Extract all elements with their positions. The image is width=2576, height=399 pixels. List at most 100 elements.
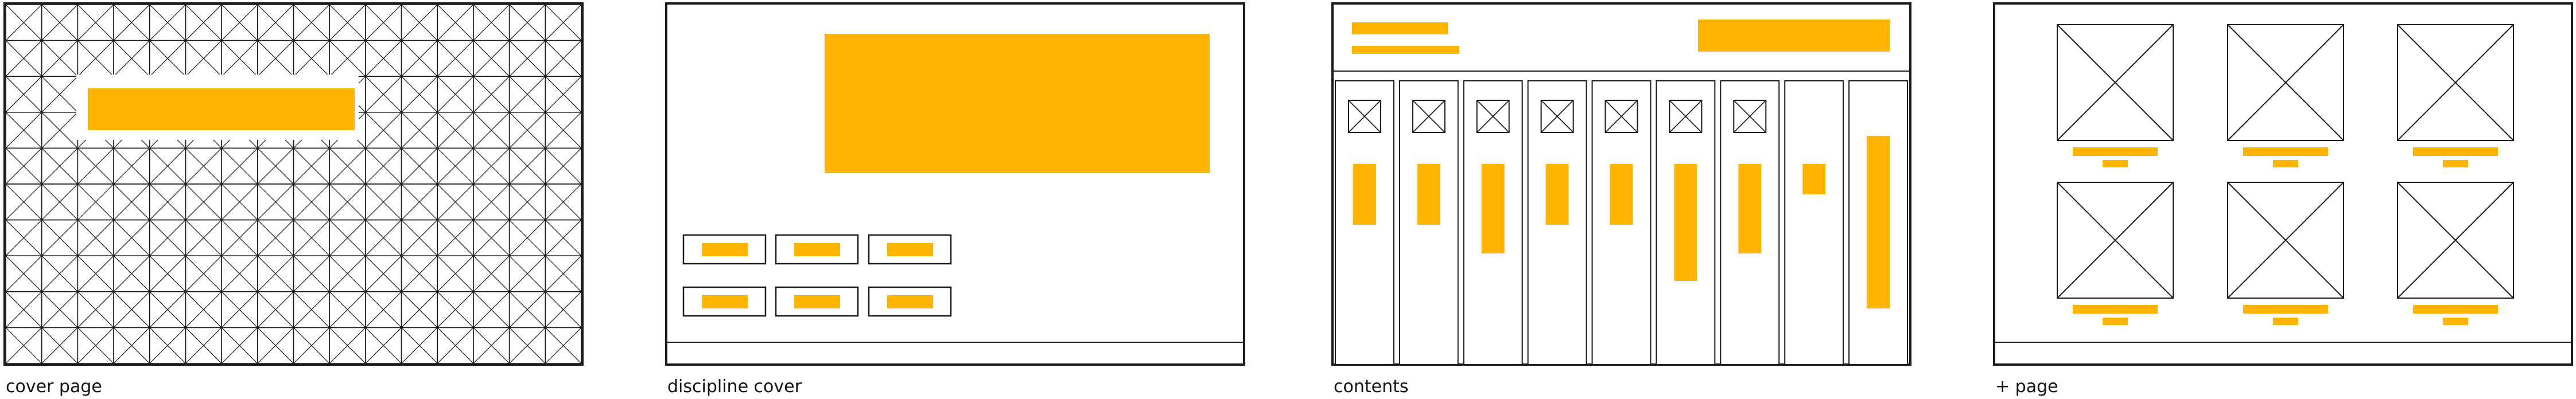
cover-grid-cell-diagonal [509, 76, 546, 113]
cover-grid-cell-diagonal [437, 147, 474, 185]
caption-contents: contents [1334, 377, 1409, 397]
cover-grid-cell-diagonal [41, 112, 78, 148]
cover-grid-cell-diagonal [401, 327, 438, 364]
cover-grid-cell-diagonal [5, 112, 42, 148]
cover-grid-cell-diagonal [365, 40, 402, 77]
cover-grid-cell-diagonal [329, 291, 366, 328]
cover-grid-cell-diagonal [185, 327, 222, 364]
cover-grid-cell-diagonal [293, 291, 330, 328]
cover-grid-cell-diagonal [221, 327, 258, 364]
cover-grid-cell-diagonal [329, 183, 366, 221]
cover-grid-cell-diagonal [437, 112, 474, 148]
cover-grid-cell-diagonal [5, 255, 42, 292]
cover-grid-cell-diagonal [113, 183, 150, 221]
contents-column-image-diagonal [1604, 100, 1638, 133]
contents-column-bar [1481, 164, 1505, 253]
cover-grid-cell-diagonal [5, 291, 42, 328]
contents-column-image-diagonal [1348, 100, 1381, 133]
cover-grid-cell-diagonal [473, 4, 510, 41]
cover-grid-cell-diagonal [113, 327, 150, 364]
cover-grid-cell-diagonal [5, 327, 42, 364]
cover-grid-cell-diagonal [473, 76, 510, 113]
plus-page-tile-image-diagonal [2397, 182, 2514, 299]
cover-grid-cell-diagonal [545, 327, 582, 364]
cover-grid-cell-diagonal [509, 327, 546, 364]
discipline-button-label-bar [887, 295, 933, 308]
contents-column [1591, 80, 1652, 365]
plus-page-tile [2057, 24, 2174, 167]
cover-grid-cell-diagonal [113, 220, 150, 256]
cover-grid-cell-diagonal [149, 40, 186, 77]
contents-column [1656, 80, 1716, 365]
cover-grid-cell-diagonal [221, 291, 258, 328]
cover-grid-cell-diagonal [365, 255, 402, 292]
plus-page-tile-title-bar [2073, 147, 2158, 156]
cover-grid-cell-diagonal [401, 76, 438, 113]
contents-title-bar [1352, 22, 1448, 34]
cover-grid-cell-diagonal [5, 76, 42, 113]
cover-grid-cell-diagonal [41, 327, 78, 364]
cover-grid-cell-diagonal [113, 255, 150, 292]
cover-grid-cell-diagonal [77, 327, 114, 364]
cover-grid-cell-diagonal [185, 183, 222, 221]
cover-grid-cell-diagonal [77, 220, 114, 256]
cover-grid-cell-diagonal [257, 40, 294, 77]
caption-plus-page: + page [1995, 377, 2058, 397]
contents-column [1720, 80, 1780, 365]
cover-grid-cell-diagonal [149, 327, 186, 364]
cover-grid-cell-diagonal [221, 183, 258, 221]
cover-grid-cell-diagonal [545, 220, 582, 256]
discipline-button [682, 234, 767, 265]
plus-page-tile [2227, 182, 2344, 325]
plus-page-tile-image [2057, 182, 2174, 299]
contents-column-image-diagonal [1541, 100, 1574, 133]
discipline-button [868, 234, 952, 265]
cover-grid-cell-diagonal [41, 183, 78, 221]
cover-grid-cell-diagonal [185, 40, 222, 77]
cover-grid-cell-diagonal [5, 4, 42, 41]
cover-grid-cell-diagonal [5, 40, 42, 77]
cover-grid-cell-diagonal [257, 255, 294, 292]
cover-grid-cell-diagonal [509, 183, 546, 221]
cover-grid-cell-diagonal [293, 147, 330, 185]
plus-page-tile-title-bar [2413, 305, 2498, 314]
plus-page-tile-subtitle-bar [2443, 318, 2468, 325]
cover-grid-cell-diagonal [473, 147, 510, 185]
cover-grid-cell-diagonal [149, 183, 186, 221]
cover-grid-cell-diagonal [437, 183, 474, 221]
cover-grid-cell-diagonal [113, 291, 150, 328]
cover-grid-cell-diagonal [509, 220, 546, 256]
caption-discipline-cover: discipline cover [667, 377, 802, 397]
contents-column [1335, 80, 1394, 365]
contents-column-bar [1417, 164, 1440, 225]
cover-grid-cell-diagonal [149, 147, 186, 185]
cover-grid-cell-diagonal [329, 4, 366, 41]
contents-column-bar [1738, 164, 1762, 253]
cover-grid-cell-diagonal [329, 327, 366, 364]
contents-column-bar [1545, 164, 1569, 225]
cover-grid-cell-diagonal [257, 327, 294, 364]
cover-grid-cell-diagonal [545, 255, 582, 292]
cover-grid-cell-diagonal [77, 291, 114, 328]
cover-grid-cell-diagonal [257, 220, 294, 256]
cover-grid-cell-diagonal [221, 220, 258, 256]
cover-grid-cell-diagonal [149, 291, 186, 328]
cover-title-bar [88, 88, 355, 130]
cover-grid-cell-diagonal [41, 255, 78, 292]
cover-grid-cell-diagonal [149, 4, 186, 41]
cover-grid-cell-diagonal [185, 4, 222, 41]
discipline-hero-block [825, 34, 1210, 173]
cover-grid-cell-diagonal [257, 4, 294, 41]
cover-grid-cell-diagonal [113, 147, 150, 185]
cover-grid-cell-diagonal [41, 4, 78, 41]
cover-grid-cell-diagonal [401, 112, 438, 148]
cover-grid-cell-diagonal [437, 220, 474, 256]
plus-page-tile-image [2227, 182, 2344, 299]
discipline-button-label-bar [794, 243, 840, 256]
cover-grid-cell-diagonal [473, 220, 510, 256]
cover-grid-cell-diagonal [221, 4, 258, 41]
cover-grid-cell-diagonal [401, 291, 438, 328]
cover-grid-cell-diagonal [5, 147, 42, 185]
cover-grid-cell-diagonal [473, 291, 510, 328]
